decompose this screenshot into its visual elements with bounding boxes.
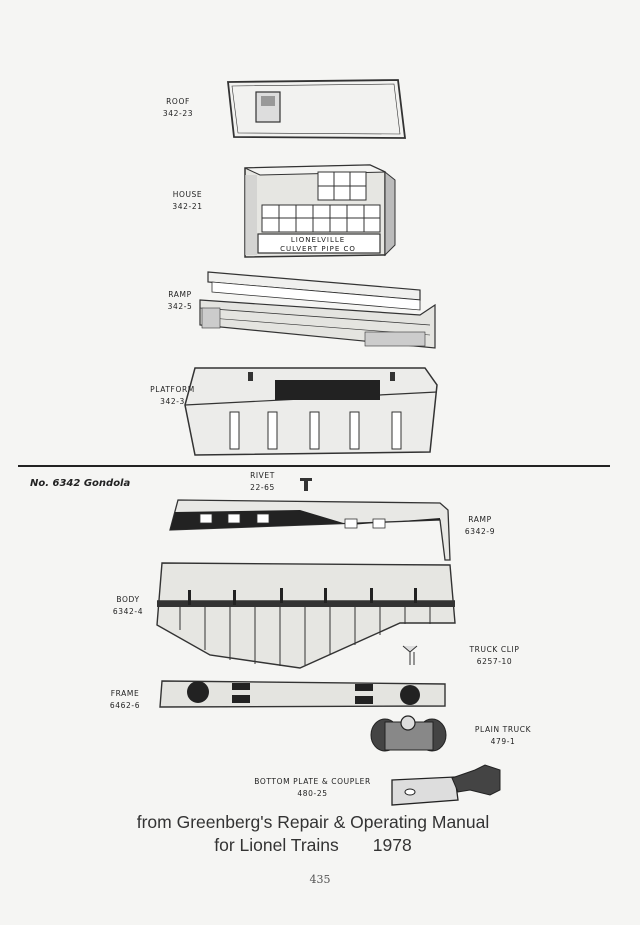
house-sign-line1: LIONELVILLE: [291, 236, 345, 244]
rivet-drawing: [300, 478, 312, 491]
gondola-title: No. 6342 Gondola: [30, 478, 131, 489]
roof-drawing: [226, 79, 407, 139]
section-divider: [18, 465, 610, 467]
caption-line-1: from Greenberg's Repair & Operating Manu…: [136, 812, 490, 832]
frame-drawing: [159, 680, 446, 708]
page-number: 435: [309, 873, 331, 886]
caption-line-2: for Lionel Trains 1978: [214, 835, 412, 855]
plain-truck-drawing: [370, 715, 447, 752]
house-drawing: [244, 164, 396, 258]
platform-drawing: [184, 367, 438, 456]
truck-clip-drawing: [402, 645, 418, 665]
gondola-body-drawing: [156, 562, 456, 669]
bottom-plate-coupler-drawing: [391, 764, 501, 806]
gondola-ramp-drawing: [169, 499, 451, 561]
station-ramp-drawing: [199, 271, 436, 349]
house-sign-line2: CULVERT PIPE CO: [280, 245, 356, 253]
